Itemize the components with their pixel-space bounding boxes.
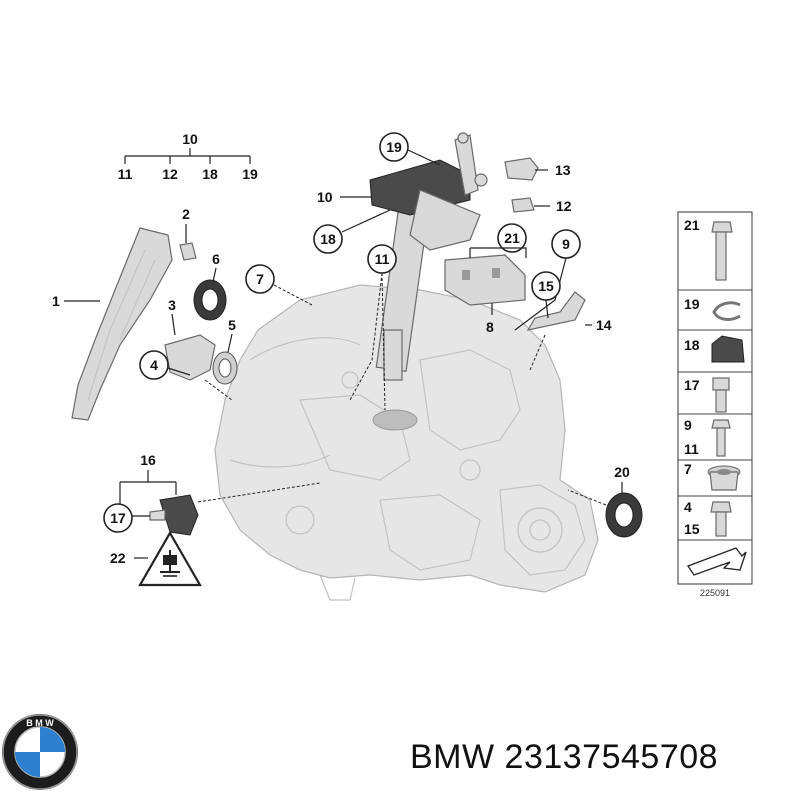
legend-4: 4	[684, 499, 692, 515]
callout-13: 13	[555, 162, 571, 178]
svg-text:B M W: B M W	[26, 718, 54, 728]
callout-4-circle: 4	[150, 357, 158, 373]
callout-18-circle: 18	[320, 231, 336, 247]
small-parts-left	[164, 242, 238, 385]
callout-3: 3	[168, 297, 176, 313]
fastener-legend: 21 19 18 17 9 11 7 4 15 225091	[677, 211, 753, 598]
sensor-and-seal	[149, 492, 643, 538]
legend-11: 11	[684, 441, 699, 457]
callout-11-circle: 11	[375, 251, 390, 267]
callout-19-circle: 19	[386, 139, 402, 155]
callout-10-top: 10	[182, 131, 198, 147]
callout-20: 20	[614, 464, 630, 480]
legend-15: 15	[684, 521, 700, 537]
callouts-left: 2 6 1 3 5 4	[52, 206, 236, 401]
callout-17-circle: 17	[110, 510, 126, 526]
callout-12-mid: 12	[556, 198, 572, 214]
callout-22: 22	[110, 550, 126, 566]
legend-17: 17	[684, 377, 700, 393]
callout-9: 9	[562, 236, 570, 252]
callout-5: 5	[228, 317, 236, 333]
callout-1: 1	[52, 293, 60, 309]
bracket-assembly	[444, 254, 586, 371]
callout-15-circle: 15	[538, 278, 554, 294]
callout-16: 16	[140, 452, 156, 468]
callout-2: 2	[182, 206, 190, 222]
callout-18-top: 18	[202, 166, 218, 182]
gear-shift-mechanism	[369, 132, 539, 381]
group-bracket-10: 10 11 12 18 19	[118, 131, 258, 182]
legend-18: 18	[684, 337, 700, 353]
clutch-release-lever	[71, 227, 173, 421]
callout-11-top: 11	[118, 166, 133, 182]
catalog-number: 225091	[700, 588, 730, 598]
transmission-housing	[214, 284, 599, 601]
legend-7: 7	[684, 461, 692, 477]
callout-7: 7	[256, 271, 264, 287]
callout-6: 6	[212, 251, 220, 267]
legend-19: 19	[684, 296, 700, 312]
callouts-lower-left: 16 17 22	[103, 452, 321, 587]
brand-part-number-caption: BMW 23137545708	[410, 738, 719, 776]
arrow-icon	[687, 547, 747, 576]
legend-21: 21	[684, 217, 700, 233]
callout-8: 8	[486, 319, 494, 335]
callout-19-top: 19	[242, 166, 258, 182]
bmw-logo: B M W	[2, 714, 78, 790]
callout-12-top: 12	[162, 166, 178, 182]
callout-14: 14	[596, 317, 612, 333]
callout-20-group: 20	[567, 464, 630, 506]
ground-warning-icon	[138, 530, 202, 587]
callouts-center: 19 13 10 12 18 11 21 9 7 8 15 14	[245, 132, 612, 411]
legend-9: 9	[684, 417, 692, 433]
callout-10-mid: 10	[317, 189, 333, 205]
callout-21-circle: 21	[504, 230, 520, 246]
